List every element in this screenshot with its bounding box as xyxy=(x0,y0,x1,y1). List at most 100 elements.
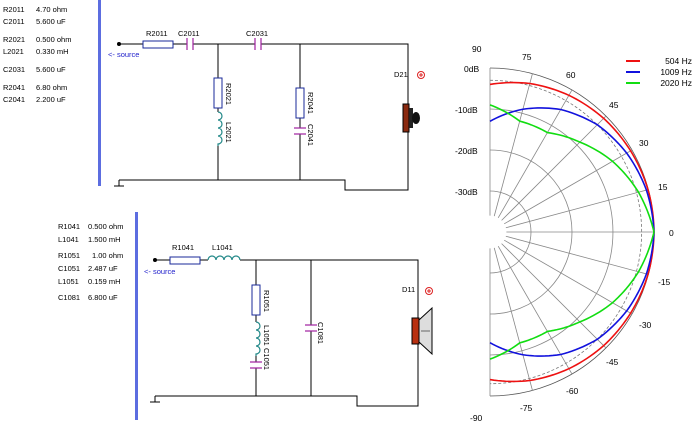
angle-label-m75: -75 xyxy=(520,403,533,413)
angle-label-0: 0 xyxy=(669,228,674,238)
circuit-1-wires xyxy=(114,43,409,191)
resistor-r2011 xyxy=(142,40,174,49)
grid-spoke xyxy=(497,246,573,375)
capacitor-c1081 xyxy=(305,324,317,332)
angle-label-45: 45 xyxy=(609,100,619,110)
grid-spoke xyxy=(493,73,533,217)
polar-curves xyxy=(489,81,655,383)
angle-label-30: 30 xyxy=(639,138,649,148)
legend-label-2020: 2020 Hz xyxy=(660,78,692,88)
angle-label-90: 90 xyxy=(472,44,482,54)
db-label-20: -20dB xyxy=(455,146,478,156)
grid-spoke xyxy=(497,89,573,218)
inductor-l1041 xyxy=(207,255,241,261)
ref-label: R2021 xyxy=(224,83,233,105)
ref-label: R2041 xyxy=(306,92,315,114)
resistor-r1041 xyxy=(169,256,201,265)
component-ref: C2011 xyxy=(3,17,25,26)
component-value: 0.330 mH xyxy=(36,47,69,56)
capacitor-c2011 xyxy=(186,38,194,50)
component-ref: L2021 xyxy=(3,47,24,56)
driver-label-d11: D11 xyxy=(402,285,415,294)
capacitor-c2031 xyxy=(254,38,262,50)
circuit-2-wires xyxy=(150,259,419,407)
angle-label-m90: -90 xyxy=(470,413,483,423)
component-value: 6.80 ohm xyxy=(36,83,67,92)
ref-label: R1051 xyxy=(262,290,271,312)
component-ref: L1051 xyxy=(58,277,79,286)
angle-label-75: 75 xyxy=(522,52,532,62)
component-ref: C2031 xyxy=(3,65,25,74)
grid-ring-dashed xyxy=(489,79,643,385)
ref-label: C2031 xyxy=(246,29,268,38)
component-value: 0.159 mH xyxy=(88,277,121,286)
component-ref: R1041 xyxy=(58,222,80,231)
component-value: 5.600 uF xyxy=(36,65,66,74)
polarity-plus-icon xyxy=(425,287,433,295)
polar-response-chart: 0dB -10dB -20dB -30dB 90 75 60 45 30 15 … xyxy=(455,44,692,423)
driver-label-d21: D21 xyxy=(394,70,408,79)
angle-label-m60: -60 xyxy=(566,386,579,396)
grid-spoke xyxy=(493,247,533,391)
circuit-2: R1041 0.500 ohm L1041 1.500 mH R1051 1.0… xyxy=(58,212,433,420)
grid-spoke xyxy=(501,115,607,221)
component-list-1: R2011 4.70 ohm C2011 5.600 uF R2021 0.50… xyxy=(3,5,71,104)
source-terminal-1 xyxy=(117,42,121,46)
component-ref: C1051 xyxy=(58,264,80,273)
component-value: 0.500 ohm xyxy=(36,35,71,44)
chart-legend: 504 Hz 1009 Hz 2020 Hz xyxy=(626,56,692,88)
component-ref: R1051 xyxy=(58,251,80,260)
capacitor-c1051 xyxy=(250,361,262,369)
component-ref: R2011 xyxy=(3,5,25,14)
grid-spoke xyxy=(505,235,649,275)
polarity-plus-icon xyxy=(417,71,425,79)
tweeter-d21-icon xyxy=(402,103,420,133)
resistor-r2021 xyxy=(213,77,223,109)
angle-label-60: 60 xyxy=(566,70,576,80)
component-value: 2.200 uF xyxy=(36,95,66,104)
component-list-2: R1041 0.500 ohm L1041 1.500 mH R1051 1.0… xyxy=(58,222,123,302)
ref-label: L2021 xyxy=(224,122,233,143)
ref-label: C1081 xyxy=(316,322,325,344)
db-label-10: -10dB xyxy=(455,105,478,115)
ref-label: R2011 xyxy=(146,29,168,38)
component-ref: C2041 xyxy=(3,95,25,104)
circuit-divider-bar xyxy=(98,0,101,186)
component-value: 1.500 mH xyxy=(88,235,121,244)
source-terminal-2 xyxy=(153,258,157,262)
component-value: 0.500 ohm xyxy=(88,222,123,231)
grid-spoke xyxy=(501,243,607,349)
source-label-1: <- source xyxy=(108,50,139,59)
circuit-divider-bar xyxy=(135,212,138,420)
angle-label-m45: -45 xyxy=(606,357,619,367)
ref-label: C1051 xyxy=(262,348,271,370)
ref-label: L1051 xyxy=(262,325,271,346)
polar-grid xyxy=(489,67,655,397)
component-value: 6.800 uF xyxy=(88,293,118,302)
resistor-r1051 xyxy=(251,284,261,316)
component-value: 2.487 uF xyxy=(88,264,118,273)
component-ref: R2021 xyxy=(3,35,25,44)
grid-spoke xyxy=(504,149,633,225)
ref-label: C2011 xyxy=(178,29,200,38)
grid-spoke xyxy=(505,189,649,229)
angle-label-m15: -15 xyxy=(658,277,671,287)
capacitor-c2041 xyxy=(294,127,306,135)
response-curve xyxy=(489,104,655,360)
woofer-d11-icon xyxy=(411,306,433,356)
angle-label-m30: -30 xyxy=(639,320,652,330)
component-ref: L1041 xyxy=(58,235,79,244)
ref-label: L1041 xyxy=(212,243,233,252)
angle-label-15: 15 xyxy=(658,182,668,192)
inductor-l1051 xyxy=(255,321,261,356)
component-value: 5.600 uF xyxy=(36,17,66,26)
legend-label-1009: 1009 Hz xyxy=(660,67,692,77)
resistor-r2041 xyxy=(295,87,305,119)
source-label-2: <- source xyxy=(144,267,175,276)
ref-label: C2041 xyxy=(306,124,315,146)
component-ref: R2041 xyxy=(3,83,25,92)
ref-label: R1041 xyxy=(172,243,194,252)
circuit-1: R2011 4.70 ohm C2011 5.600 uF R2021 0.50… xyxy=(3,0,425,191)
legend-label-504: 504 Hz xyxy=(665,56,692,66)
